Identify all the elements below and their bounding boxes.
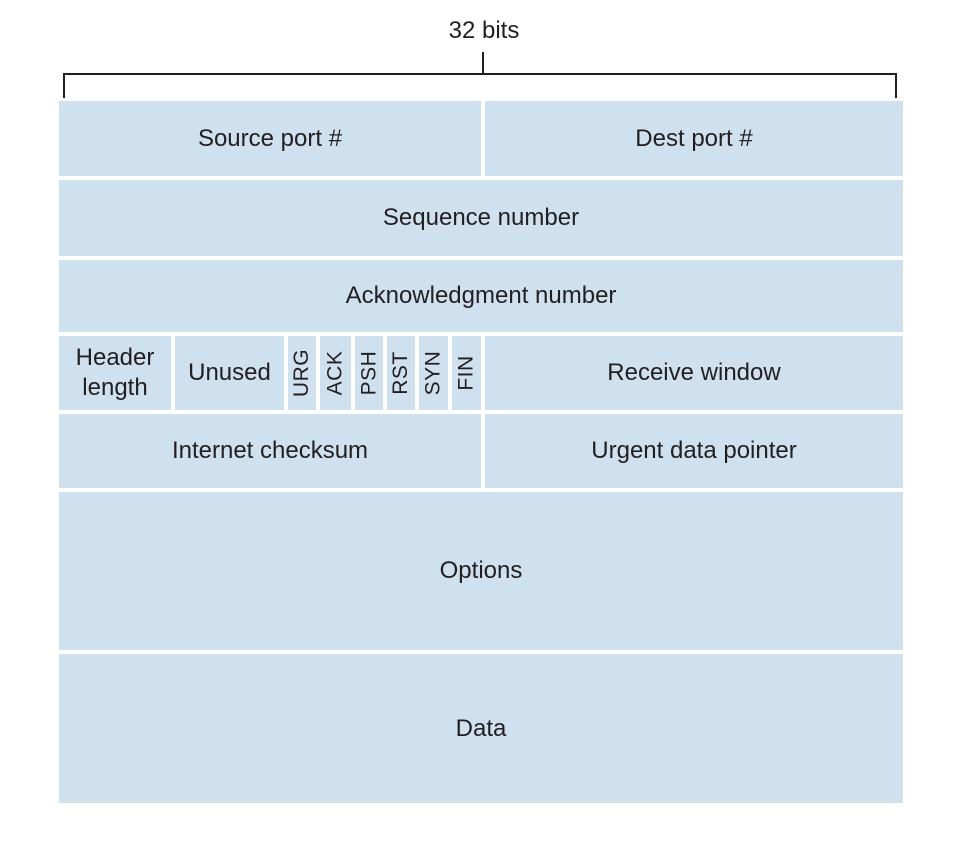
- sequence-number-field: Sequence number: [59, 180, 903, 256]
- flag-ack-label: ACK: [323, 350, 347, 396]
- flag-ack: ACK: [320, 336, 351, 410]
- flag-rst-label: RST: [389, 351, 412, 395]
- dest-port-label: Dest port #: [635, 124, 753, 152]
- unused-field: Unused: [175, 336, 284, 410]
- bit-width-label: 32 bits: [448, 17, 520, 44]
- flag-fin: FIN: [452, 336, 481, 410]
- options-field: Options: [59, 492, 903, 650]
- flag-psh: PSH: [355, 336, 383, 410]
- receive-window-label: Receive window: [607, 359, 781, 386]
- options-label: Options: [439, 557, 523, 584]
- urgent-data-pointer-field: Urgent data pointer: [485, 414, 903, 488]
- acknowledgment-number-field: Acknowledgment number: [59, 260, 903, 332]
- dest-port-field: Dest port #: [485, 101, 903, 176]
- flag-urg: URG: [288, 336, 316, 410]
- data-label: Data: [455, 714, 507, 742]
- receive-window-field: Receive window: [485, 336, 903, 410]
- bracket-line: [63, 73, 897, 98]
- internet-checksum-field: Internet checksum: [59, 414, 481, 488]
- data-field: Data: [59, 654, 903, 803]
- flag-syn: SYN: [419, 336, 448, 410]
- sequence-number-label: Sequence number: [382, 204, 580, 231]
- flag-urg-label: URG: [290, 348, 314, 398]
- bit-width-bracket: [63, 52, 897, 98]
- acknowledgment-number-label: Acknowledgment number: [345, 282, 617, 309]
- internet-checksum-label: Internet checksum: [171, 437, 369, 464]
- header-length-label: Header length: [75, 344, 155, 401]
- flag-psh-label: PSH: [357, 350, 380, 396]
- source-port-field: Source port #: [59, 101, 481, 176]
- header-length-field: Header length: [59, 336, 171, 410]
- unused-label: Unused: [188, 359, 271, 386]
- urgent-data-pointer-label: Urgent data pointer: [591, 437, 797, 464]
- flag-fin-label: FIN: [454, 355, 478, 391]
- flag-rst: RST: [387, 336, 415, 410]
- source-port-label: Source port #: [197, 124, 343, 152]
- flag-syn-label: SYN: [421, 350, 445, 396]
